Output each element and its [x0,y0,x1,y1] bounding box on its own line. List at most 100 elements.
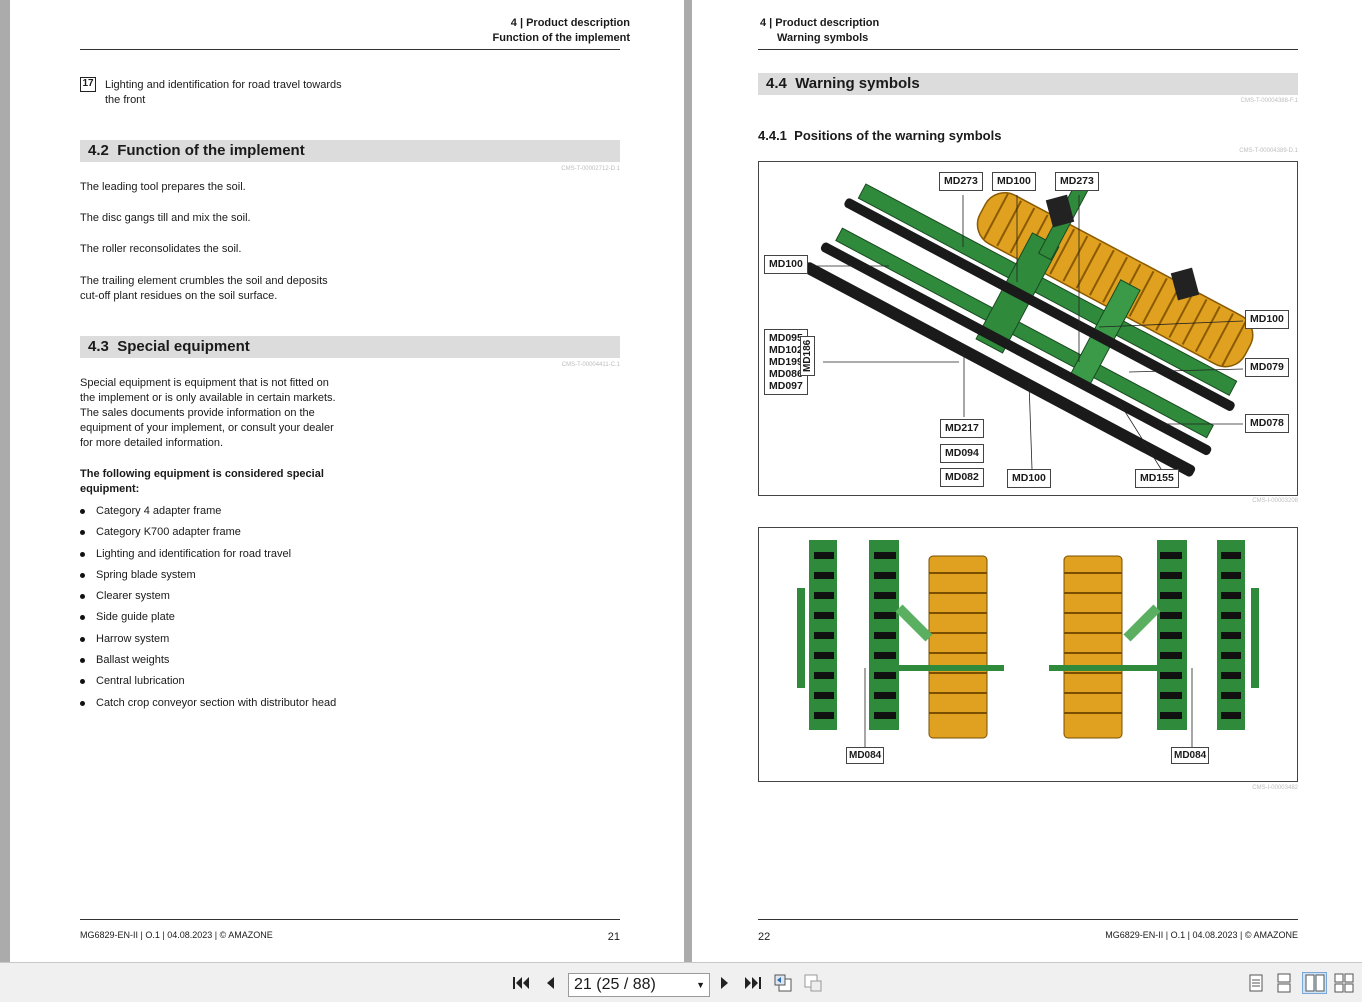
warning-label: MD102 [769,344,803,356]
footer-rule [80,919,620,920]
paragraph-line: for more detailed information. [80,437,224,449]
warning-symbols-figure-perspective: MD273 MD100 MD273 MD100 MD095 MD102 MD19… [758,161,1298,496]
paragraph: The leading tool prepares the soil. [80,181,246,193]
warning-label-stack: MD095 MD102 MD199 MD086 MD097 [764,329,808,395]
header-section: Function of the implement [492,32,631,44]
machine-perspective-illustration [803,181,1254,477]
warning-label-md217: MD217 [940,419,984,438]
page-header: 4 | Product description Function of the … [493,16,631,46]
item-number-badge: 17 [80,77,96,92]
top-view-left [797,540,1004,739]
special-equipment-intro: Special equipment is equipment that is n… [80,376,350,451]
paragraph-line: equipment of your implement, or consult … [80,422,334,434]
facing-view-icon[interactable] [1302,972,1327,994]
paragraph: The roller reconsolidates the soil. [80,243,242,255]
paragraph-line: equipment: [80,483,140,495]
single-page-view-icon[interactable] [1245,972,1267,994]
warning-label-md100: MD100 [764,255,808,274]
reference-id: CMS-T-00004389-D.1 [1239,148,1298,154]
warning-label-md100: MD100 [1245,310,1289,329]
callout-leaders [811,195,1244,470]
warning-label-md082: MD082 [940,468,984,487]
warning-label-md094: MD094 [940,444,984,463]
list-item: Category 4 adapter frame [80,504,336,525]
chevron-down-icon[interactable]: ▼ [696,980,705,990]
subsection-heading-4-4-1: 4.4.1 Positions of the warning symbols [758,128,1001,143]
reference-id: CMS-T-00002712-D.1 [561,166,620,172]
reference-id: CMS-I-00003208 [1252,498,1298,504]
warning-label-md155: MD155 [1135,469,1179,488]
list-item: Category K700 adapter frame [80,525,336,546]
section-number: 4.3 [88,338,109,355]
subsection-title: Positions of the warning symbols [794,128,1002,143]
list-item: Lighting and identification for road tra… [80,547,336,568]
paragraph: The disc gangs till and mix the soil. [80,212,251,224]
paragraph-line: the implement or is only available in ce… [80,392,336,404]
header-rule [80,49,620,50]
item17-line: Lighting and identification for road tra… [105,79,342,91]
footer-text: MG6829-EN-II | O.1 | 04.08.2023 | © AMAZ… [80,930,273,940]
viewer-toolbar: 21 (25 / 88) ▼ [0,962,1362,1002]
callout-leaders [864,668,1193,748]
list-item: Central lubrication [80,674,336,695]
section-number: 4.4 [766,75,787,92]
previous-page-icon[interactable] [539,972,561,994]
next-page-icon[interactable] [714,972,736,994]
warning-label: MD097 [769,380,803,392]
left-page: 4 | Product description Function of the … [10,0,684,962]
list-item: Side guide plate [80,610,336,631]
page-number-value: 21 (25 / 88) [574,976,656,993]
list-item: Spring blade system [80,568,336,589]
warning-label-md084: MD084 [846,747,885,764]
warning-label-md186: MD186 [800,335,815,376]
special-equipment-lead: The following equipment is considered sp… [80,467,350,497]
section-heading-4-4: 4.4 Warning symbols [758,73,1298,95]
subsection-number: 4.4.1 [758,128,787,143]
section-heading-4-3: 4.3 Special equipment [80,336,620,358]
page-number: 21 [607,931,620,943]
paragraph: The trailing element crumbles the soil a… [80,274,350,304]
warning-label-md079: MD079 [1245,358,1289,377]
back-view-icon[interactable] [773,972,795,994]
list-item: Harrow system [80,632,336,653]
warning-label-md084: MD084 [1171,747,1210,764]
section-heading-4-2: 4.2 Function of the implement [80,140,620,162]
warning-label: MD086 [769,368,803,380]
warning-label: MD095 [769,332,803,344]
header-chapter: 4 | Product description [760,17,880,29]
section-title: Function of the implement [117,142,305,159]
page-number-combo[interactable]: 21 (25 / 88) ▼ [568,973,710,997]
light-panel-right [1170,267,1200,301]
reference-id: CMS-I-00003482 [1252,785,1298,791]
header-rule [758,49,1298,50]
section-title: Special equipment [117,338,250,355]
right-page: 4 | Product description Warning symbols … [692,0,1362,962]
list-item: Clearer system [80,589,336,610]
header-section: Warning symbols [777,32,869,44]
paragraph-line: cut-off plant residues on the soil surfa… [80,290,278,302]
first-page-icon[interactable] [510,972,532,994]
forward-view-icon[interactable] [803,972,825,994]
warning-label-md078: MD078 [1245,414,1289,433]
warning-label: MD199 [769,356,803,368]
last-page-icon[interactable] [742,972,764,994]
footer-rule [758,919,1298,920]
reference-id: CMS-T-00004388-F.1 [1240,98,1298,104]
special-equipment-list: Category 4 adapter frame Category K700 a… [80,504,336,717]
list-item: Ballast weights [80,653,336,674]
reference-id: CMS-T-00004411-C.1 [561,362,620,368]
paragraph-line: The sales documents provide information … [80,407,315,419]
page-number: 22 [758,931,771,943]
paragraph-line: Special equipment is equipment that is n… [80,377,329,389]
page-header: 4 | Product description Warning symbols [760,16,879,46]
continuous-view-icon[interactable] [1273,972,1295,994]
machine-top-view-illustration [797,540,1259,748]
continuous-facing-view-icon[interactable] [1333,972,1355,994]
footer-text: MG6829-EN-II | O.1 | 04.08.2023 | © AMAZ… [1105,930,1298,940]
item17-text: Lighting and identification for road tra… [105,78,405,108]
light-panel-left [1045,194,1075,228]
warning-label-md273: MD273 [1055,172,1099,191]
list-item: Catch crop conveyor section with distrib… [80,696,336,717]
disc-gangs [803,198,1235,477]
section-title: Warning symbols [795,75,920,92]
